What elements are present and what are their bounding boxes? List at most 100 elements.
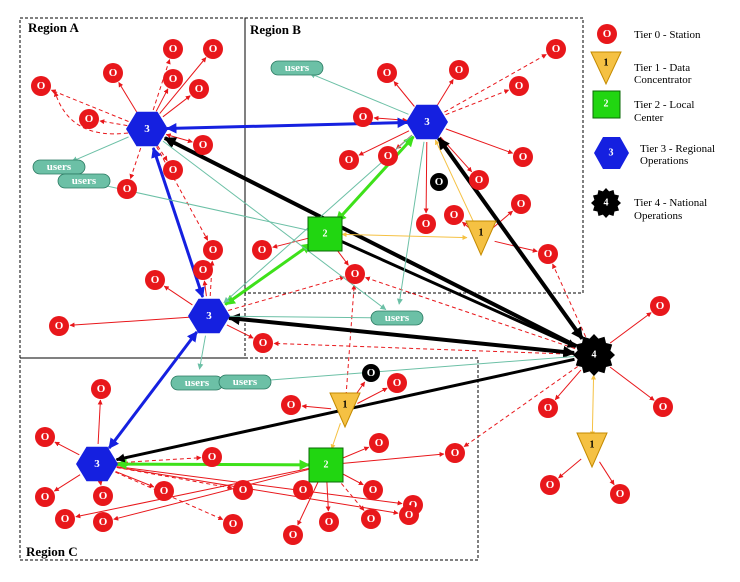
node-label: O <box>345 154 354 166</box>
station-icon <box>252 240 272 260</box>
concentrator-icon <box>329 392 361 429</box>
station-icon <box>193 135 213 155</box>
node-label: 4 <box>592 350 597 361</box>
legend-local-center-icon <box>592 90 621 119</box>
red-link-13 <box>445 89 510 116</box>
node-u5: users <box>170 375 224 391</box>
red-link-58 <box>552 263 587 338</box>
red-link-4 <box>162 95 191 118</box>
station-icon <box>163 39 183 59</box>
node-o31: O <box>35 427 55 447</box>
node-label: O <box>393 377 402 389</box>
station-icon <box>369 433 389 453</box>
blue-link-64 <box>165 117 409 134</box>
node-h3b: 3 <box>406 104 448 140</box>
node-label: O <box>450 209 459 221</box>
node-label: O <box>109 67 118 79</box>
red-link-45 <box>325 481 331 512</box>
legend-tier1: 1 Tier 1 - Data Concentrator <box>590 51 692 86</box>
station-icon <box>511 194 531 214</box>
station-icon <box>203 240 223 260</box>
node-label: O <box>515 80 524 92</box>
station-icon <box>281 395 301 415</box>
node-o19: O <box>378 146 398 166</box>
node-label: 2 <box>324 460 329 471</box>
station-icon <box>353 107 373 127</box>
concentrator-icon <box>465 220 497 257</box>
node-o16: O <box>353 107 373 127</box>
node-label: O <box>289 529 298 541</box>
node-o34: O <box>369 433 389 453</box>
node-label: 2 <box>323 229 328 240</box>
red-link-36 <box>116 467 233 490</box>
legend-tier4: 4 Tier 4 - National Operations <box>591 188 707 222</box>
red-link-44 <box>340 472 364 486</box>
legend-concentrator-icon <box>590 51 622 86</box>
node-o1: O <box>203 39 223 59</box>
red-link-31 <box>97 399 103 445</box>
users-pill <box>57 173 111 189</box>
users-pill <box>218 374 272 390</box>
station-icon <box>91 379 111 399</box>
node-o24: O <box>252 240 272 260</box>
legend-tier3-text-1: Tier 3 - Regional <box>640 143 715 155</box>
station-icon <box>469 170 489 190</box>
node-label: O <box>369 484 378 496</box>
node-o12: O <box>546 39 566 59</box>
node-o8: O <box>117 179 137 199</box>
node-t1b: 1 <box>329 392 361 429</box>
node-label: O <box>195 83 204 95</box>
concentrator-label: 1 <box>343 400 348 411</box>
node-t1a: 1 <box>465 220 497 257</box>
node-s2b: 2 <box>308 447 344 483</box>
node-o40: O <box>233 480 253 500</box>
station-icon <box>35 487 55 507</box>
node-o35: O <box>445 443 465 463</box>
teal-link-76 <box>71 136 129 163</box>
node-label: O <box>422 218 431 230</box>
legend-tier1-text-2: Concentrator <box>634 74 692 86</box>
legend-tier2-text-2: Center <box>634 112 664 124</box>
station-icon <box>416 214 436 234</box>
node-label: O <box>359 111 368 123</box>
red-link-63 <box>345 284 357 397</box>
node-o10: O <box>203 240 223 260</box>
station-icon <box>233 480 253 500</box>
users-pill <box>32 159 86 175</box>
red-link-57 <box>599 461 615 486</box>
node-o14: O <box>449 60 469 80</box>
node-label: O <box>229 518 238 530</box>
node-t1c: 1 <box>576 432 608 469</box>
teal-link-78 <box>228 314 384 321</box>
node-label: O <box>383 67 392 79</box>
users-label: users <box>72 175 97 187</box>
station-icon <box>377 63 397 83</box>
node-u1: users <box>270 60 324 76</box>
red-link-27 <box>163 285 193 306</box>
legend: O Tier 0 - Station 1 Tier 1 - Data Conce… <box>590 24 715 222</box>
node-n4: 4 <box>573 334 615 376</box>
users-pill <box>270 60 324 76</box>
black-link-72 <box>227 313 576 358</box>
station-black-icon <box>362 364 380 382</box>
red-link-2 <box>118 81 138 113</box>
red-link-59 <box>463 366 578 448</box>
station-icon <box>93 512 113 532</box>
users-label: users <box>285 62 310 74</box>
node-o44: O <box>319 512 339 532</box>
legend-station-symbol: O <box>603 28 612 40</box>
node-o42: O <box>293 480 313 500</box>
node-o43: O <box>363 480 383 500</box>
node-label: O <box>41 431 50 443</box>
node-label: O <box>659 401 668 413</box>
station-icon <box>509 76 529 96</box>
node-u3: users <box>57 173 111 189</box>
red-link-50 <box>301 403 332 410</box>
node-u2: users <box>32 159 86 175</box>
red-link-56 <box>558 458 582 479</box>
node-label: O <box>258 244 267 256</box>
red-link-28 <box>226 324 254 339</box>
station-icon <box>610 484 630 504</box>
node-o26: O <box>444 205 464 225</box>
red-link-8 <box>157 145 168 162</box>
